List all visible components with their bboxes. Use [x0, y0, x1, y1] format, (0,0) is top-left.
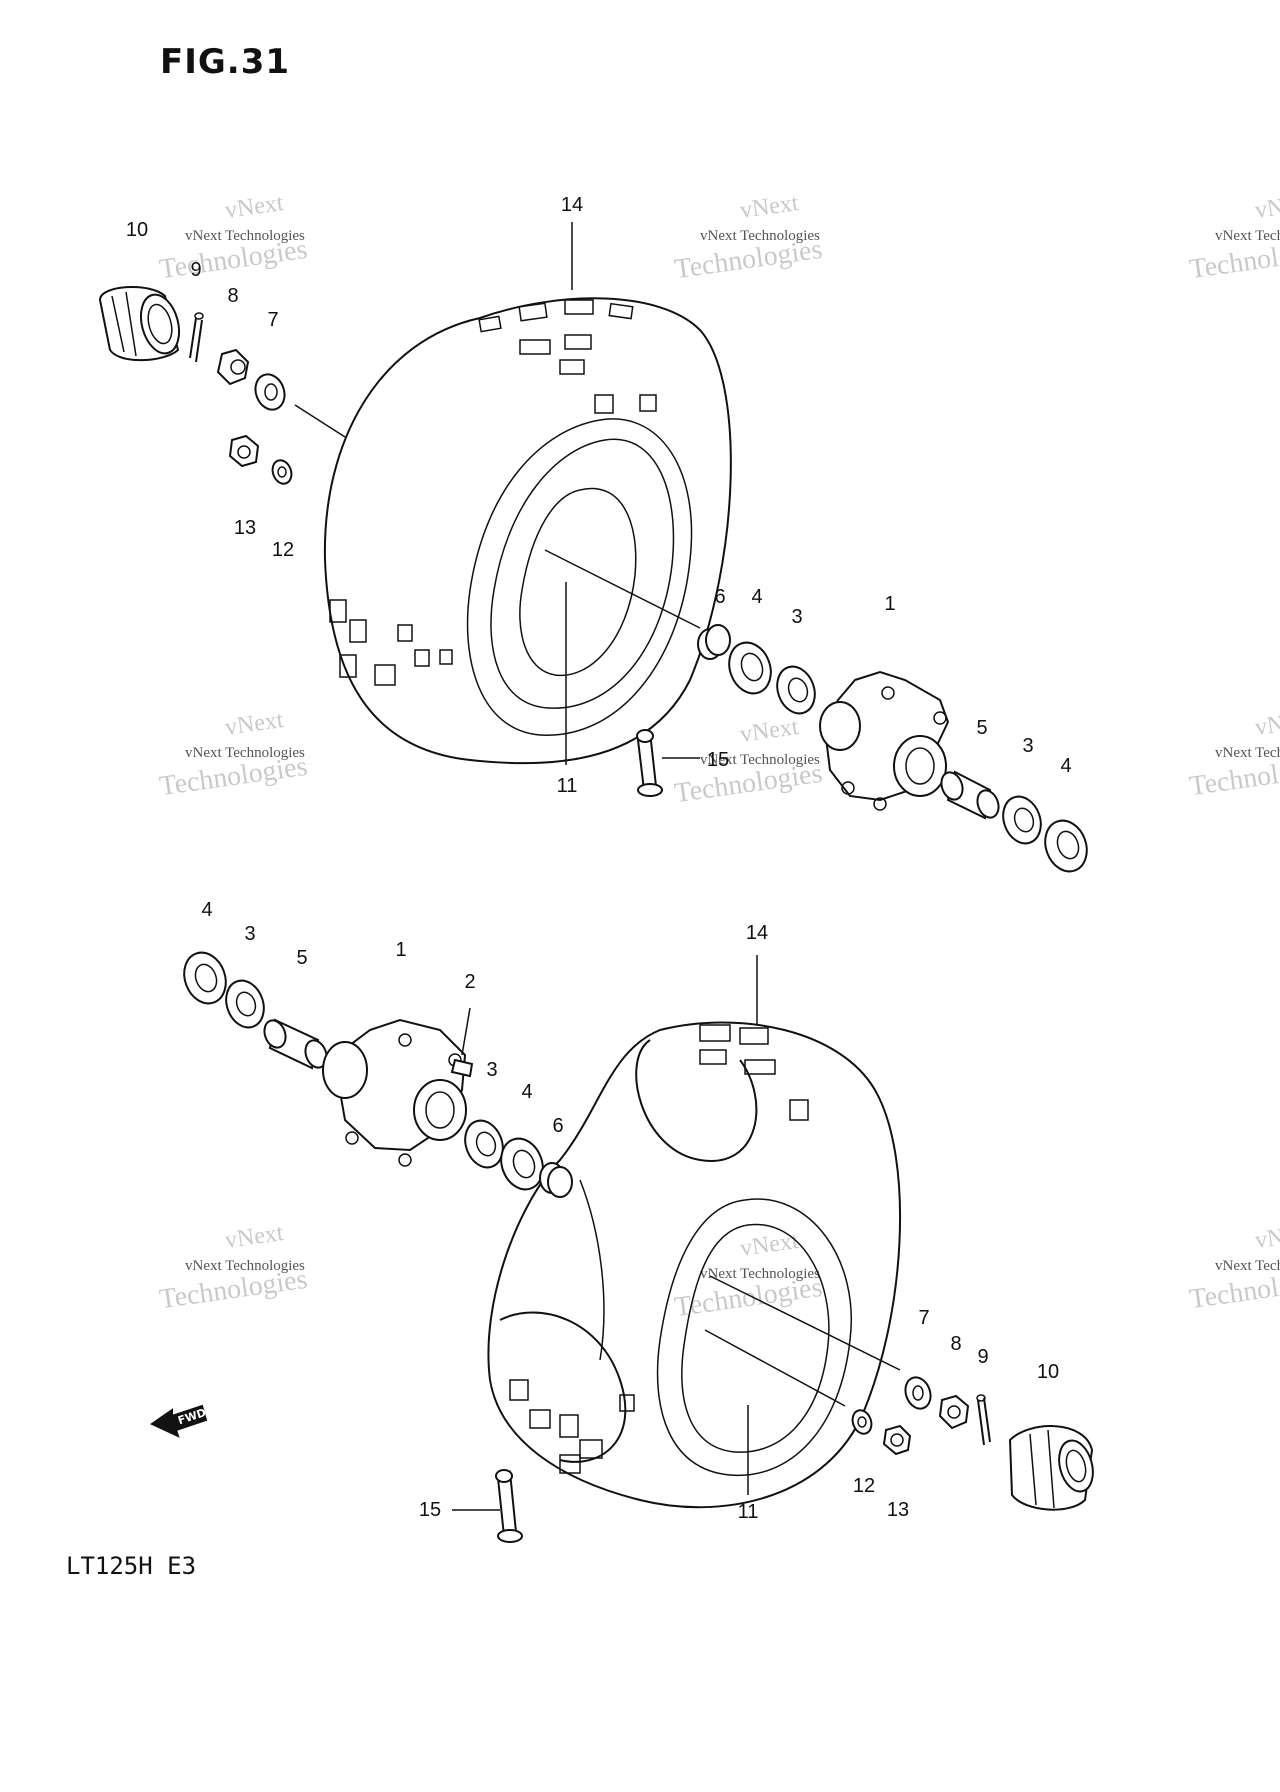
callout-3: 3 — [1022, 735, 1034, 757]
callout-9: 9 — [977, 1346, 989, 1368]
fwd-arrow-icon: FWD — [150, 1404, 208, 1438]
callout-12: 12 — [852, 1475, 876, 1497]
bearing-bottom-a — [225, 979, 265, 1029]
tire-top — [323, 297, 732, 765]
wheel-nut-top — [228, 434, 260, 468]
callout-8: 8 — [950, 1333, 962, 1355]
callout-15: 15 — [706, 749, 730, 771]
bearing-top-b — [1002, 795, 1042, 845]
callout-5: 5 — [296, 947, 308, 969]
callout-9: 9 — [190, 259, 202, 281]
wheel-hub-top — [819, 670, 950, 811]
bearing-bottom-b — [464, 1119, 504, 1169]
callout-13: 13 — [886, 1499, 910, 1521]
callout-14: 14 — [745, 922, 769, 944]
hub-cap-top — [98, 286, 181, 362]
axle-centerline — [544, 549, 701, 629]
callout-10: 10 — [125, 219, 149, 241]
callout-3: 3 — [244, 923, 256, 945]
spacer-tube-top — [940, 770, 1000, 820]
wheel-washer-bottom — [851, 1409, 873, 1435]
callout-1: 1 — [395, 939, 407, 961]
spacer-top — [697, 624, 731, 660]
callout-6: 6 — [714, 586, 726, 608]
valve-bottom — [495, 1469, 523, 1543]
hub-cap-bottom — [1008, 1425, 1094, 1511]
callout-10: 10 — [1036, 1361, 1060, 1383]
callout-7: 7 — [267, 309, 279, 331]
callout-15: 15 — [418, 1499, 442, 1521]
callout-4: 4 — [1060, 755, 1072, 777]
spacer-bottom — [539, 1162, 573, 1198]
oil-seal-top-b — [1044, 819, 1088, 873]
callout-11: 11 — [556, 775, 578, 797]
wheel-hub-bottom — [322, 1018, 467, 1167]
oil-seal-bottom-a — [183, 951, 227, 1005]
wheel-washer-top — [271, 459, 293, 485]
leader-line — [294, 404, 346, 438]
spacer-tube-bottom — [263, 1018, 328, 1070]
washer-bottom — [904, 1376, 932, 1410]
callout-4: 4 — [201, 899, 213, 921]
washer-top — [254, 373, 286, 411]
castle-nut-top — [216, 348, 250, 386]
bearing-top-a — [776, 665, 816, 715]
axle-centerline — [704, 1329, 846, 1407]
callout-2: 2 — [464, 971, 476, 993]
leader-line — [461, 1007, 471, 1056]
cotter-pin-top — [189, 312, 204, 363]
callout-4: 4 — [521, 1081, 533, 1103]
callout-11: 11 — [737, 1501, 759, 1523]
callout-4: 4 — [751, 586, 763, 608]
figure-title: FIG.31 — [160, 42, 291, 82]
callout-14: 14 — [560, 194, 584, 216]
cotter-pin-bottom — [976, 1394, 991, 1446]
callout-3: 3 — [486, 1059, 498, 1081]
oil-seal-top-a — [728, 641, 772, 695]
callout-5: 5 — [976, 717, 988, 739]
tire-bottom — [487, 1021, 902, 1509]
wheel-stud-bottom — [450, 1058, 474, 1078]
valve-top — [636, 729, 663, 797]
callout-12: 12 — [271, 539, 295, 561]
axle-centerline — [709, 1275, 901, 1371]
callout-1: 1 — [884, 593, 896, 615]
callout-6: 6 — [552, 1115, 564, 1137]
wheel-nut-bottom — [882, 1424, 912, 1456]
castle-nut-bottom — [938, 1394, 970, 1430]
oil-seal-bottom-b — [500, 1137, 544, 1191]
callout-7: 7 — [918, 1307, 930, 1329]
callout-3: 3 — [791, 606, 803, 628]
callout-8: 8 — [227, 285, 239, 307]
model-label: LT125H E3 — [66, 1552, 197, 1580]
callout-13: 13 — [233, 517, 257, 539]
